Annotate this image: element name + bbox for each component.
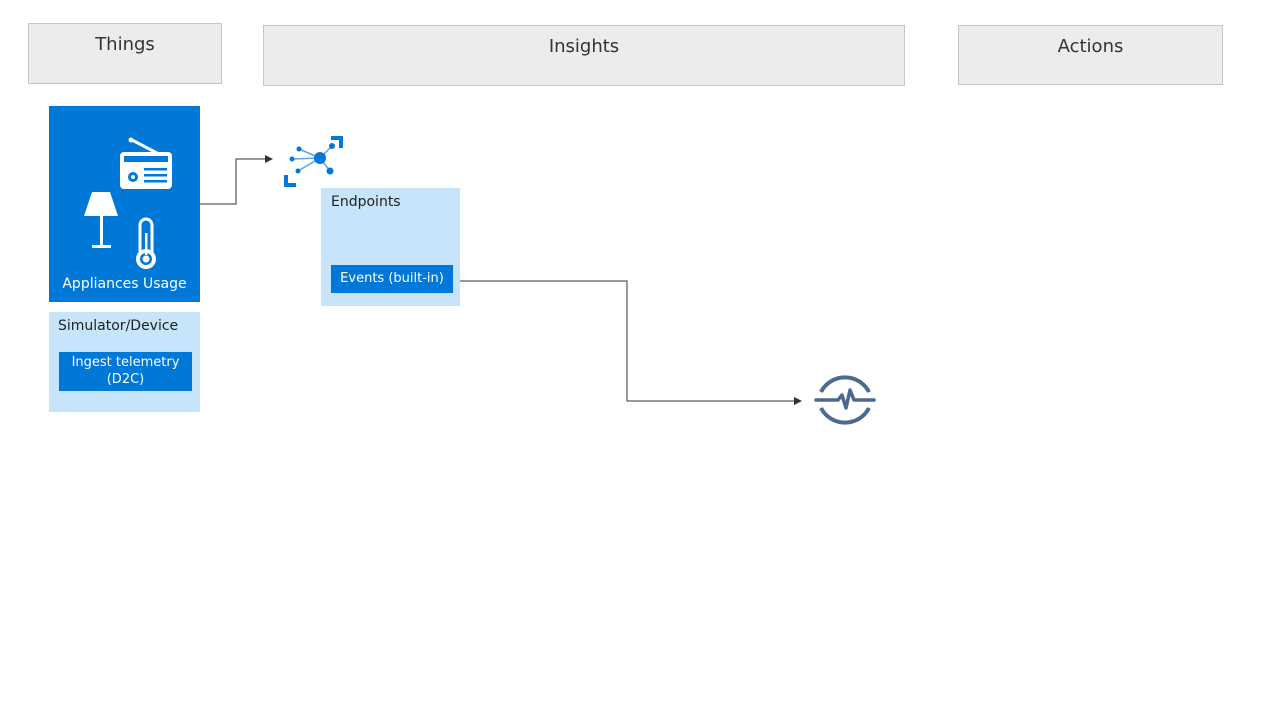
actions-header: Actions xyxy=(958,25,1223,85)
actions-header-label: Actions xyxy=(1057,36,1124,57)
ingest-telemetry-line2: (D2C) xyxy=(106,372,145,387)
ingest-telemetry-button[interactable]: Ingest telemetry (D2C) xyxy=(59,352,192,391)
simulator-device-title: Simulator/Device xyxy=(58,318,179,334)
arrow-appliances-to-hub xyxy=(200,155,273,205)
events-built-in-label: Events (built-in) xyxy=(340,271,444,286)
radio-icon xyxy=(120,137,172,189)
endpoints-panel: Endpoints Events (built-in) xyxy=(321,188,460,306)
things-header: Things xyxy=(28,23,222,84)
insights-header: Insights xyxy=(263,25,905,86)
events-built-in-button[interactable]: Events (built-in) xyxy=(331,265,453,293)
insights-header-label: Insights xyxy=(548,36,620,57)
endpoints-title: Endpoints xyxy=(331,194,401,210)
appliances-usage-label: Appliances Usage xyxy=(62,276,187,292)
ingest-telemetry-line1: Ingest telemetry xyxy=(71,355,180,370)
things-header-label: Things xyxy=(95,34,155,55)
stream-analytics-icon[interactable] xyxy=(813,368,877,432)
appliances-usage-tile[interactable]: Appliances Usage xyxy=(49,106,200,302)
lamp-icon xyxy=(84,192,118,248)
simulator-device-panel: Simulator/Device Ingest telemetry (D2C) xyxy=(49,312,200,412)
iot-hub-icon[interactable] xyxy=(283,136,345,188)
arrow-events-to-analytics xyxy=(460,280,802,405)
thermometer-icon xyxy=(136,217,156,269)
appliances-icons xyxy=(84,137,172,269)
